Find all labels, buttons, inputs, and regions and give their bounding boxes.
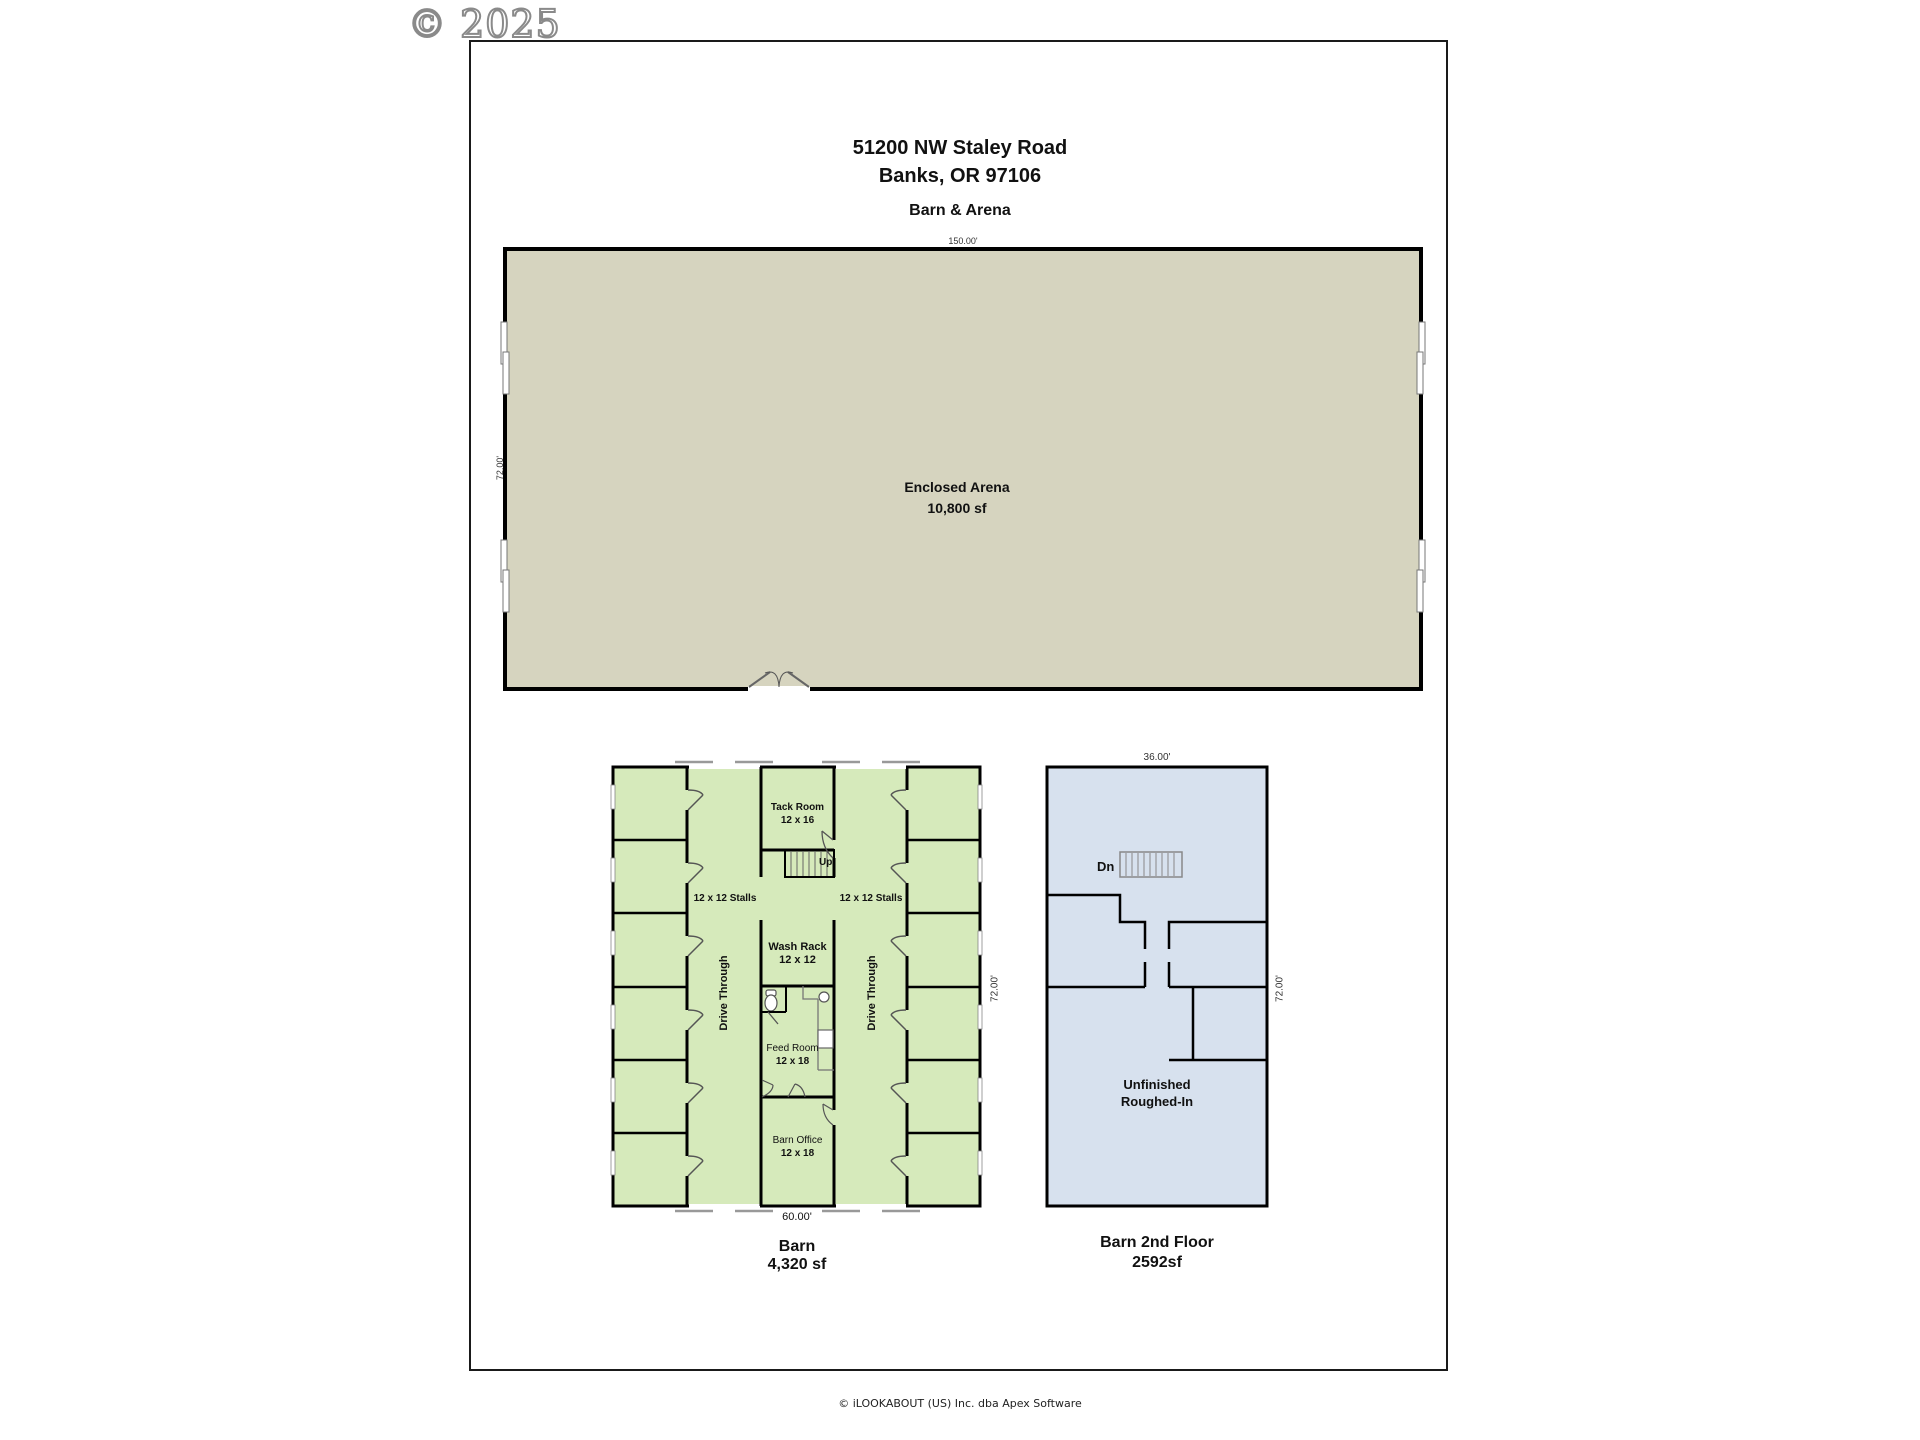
second-floor-name-label: Barn 2nd Floor bbox=[1100, 1234, 1214, 1251]
arena-area-label: 10,800 sf bbox=[927, 500, 987, 516]
feed-room-label: Feed Room bbox=[766, 1043, 819, 1054]
left-drive-through-label: Drive Through bbox=[718, 955, 730, 1031]
stairs-up-label: Up bbox=[819, 857, 833, 868]
barn-plan bbox=[610, 760, 983, 1213]
arena-depth-dimension: 72.00' bbox=[495, 455, 505, 481]
left-stalls-label: 12 x 12 Stalls bbox=[693, 893, 757, 904]
roughed-in-label: Roughed-In bbox=[1120, 1094, 1194, 1109]
barn-depth-dimension: 72.00' bbox=[989, 975, 1001, 1002]
copyright-watermark: © 2025 bbox=[407, 1, 561, 47]
right-stalls-label: 12 x 12 Stalls bbox=[839, 893, 903, 904]
arena-name-label: Enclosed Arena bbox=[904, 479, 1010, 495]
address-line-2: Banks, OR 97106 bbox=[878, 165, 1042, 187]
barn-name-label: Barn bbox=[778, 1238, 816, 1255]
wash-rack-label: Wash Rack bbox=[768, 941, 827, 953]
stairs-down-label: Dn bbox=[1097, 859, 1115, 874]
arena-plan bbox=[500, 247, 1426, 692]
footer-copyright: © iLOOKABOUT (US) Inc. dba Apex Software bbox=[838, 1397, 1082, 1410]
barn-width-dimension: 60.00' bbox=[782, 1211, 812, 1223]
second-floor-depth-dimension: 72.00' bbox=[1274, 975, 1286, 1002]
tack-room-size: 12 x 16 bbox=[780, 815, 815, 826]
second-floor-plan bbox=[1045, 765, 1269, 1208]
wash-rack-size: 12 x 12 bbox=[779, 954, 816, 966]
tack-room-label: Tack Room bbox=[770, 802, 825, 813]
arena-width-dimension: 150.00' bbox=[948, 236, 978, 246]
unfinished-label: Unfinished bbox=[1123, 1077, 1191, 1092]
feed-room-size: 12 x 18 bbox=[775, 1056, 810, 1067]
page-frame bbox=[469, 40, 1448, 1371]
second-floor-width-dimension: 36.00' bbox=[1143, 752, 1171, 763]
second-floor-area-label: 2592sf bbox=[1132, 1254, 1182, 1271]
barn-office-label: Barn Office bbox=[772, 1135, 823, 1146]
barn-office-size: 12 x 18 bbox=[780, 1148, 815, 1159]
plan-subtitle: Barn & Arena bbox=[909, 202, 1011, 219]
barn-area-label: 4,320 sf bbox=[767, 1256, 827, 1273]
address-line-1: 51200 NW Staley Road bbox=[852, 137, 1068, 159]
right-drive-through-label: Drive Through bbox=[866, 955, 878, 1031]
